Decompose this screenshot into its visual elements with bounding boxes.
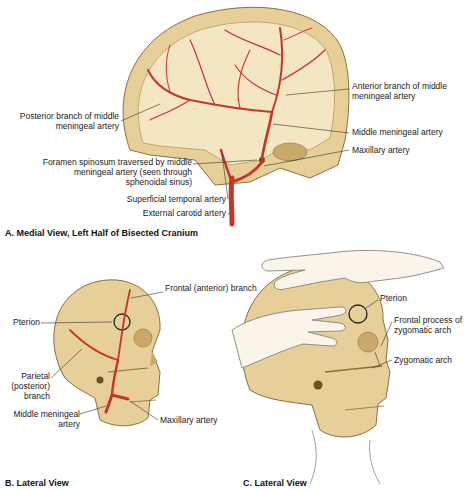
anatomy-label: Posterior branch of middle meningeal art… (5, 112, 119, 132)
anatomy-label: Zygomatic arch (394, 356, 470, 366)
anatomy-label: Parietal (posterior) branch (4, 372, 50, 401)
anatomy-label: Middle meningeal artery (4, 410, 80, 430)
view-caption: B. Lateral View (5, 478, 125, 488)
anatomy-label: Frontal (anterior) branch (165, 284, 275, 294)
anatomy-label: Maxillary artery (352, 146, 470, 156)
meningeal-arteries-b (70, 290, 130, 412)
anatomy-label: Frontal process of zygomatic arch (394, 316, 470, 336)
view-caption: C. Lateral View (243, 478, 363, 488)
skull-lateral-c (242, 265, 390, 484)
anatomy-label: Superficial temporal artery (92, 195, 226, 205)
examiner-hands (232, 250, 444, 368)
anatomy-label: External carotid artery (92, 209, 226, 219)
anatomy-label: Middle meningeal artery (352, 128, 470, 138)
skull-lateral-b (54, 280, 160, 426)
view-caption: A. Medial View, Left Half of Bisected Cr… (5, 228, 325, 238)
anatomy-label: Pterion (4, 318, 40, 328)
anatomy-label: Foramen spinosum traversed by middle men… (40, 158, 192, 187)
anatomy-label: Pterion (380, 294, 440, 304)
anatomy-label: Anterior branch of middle meningeal arte… (352, 82, 470, 102)
anatomy-label: Maxillary artery (160, 416, 240, 426)
leader-lines-b (41, 292, 163, 420)
leader-lines-c (366, 300, 392, 368)
pterion-circle (349, 305, 367, 323)
